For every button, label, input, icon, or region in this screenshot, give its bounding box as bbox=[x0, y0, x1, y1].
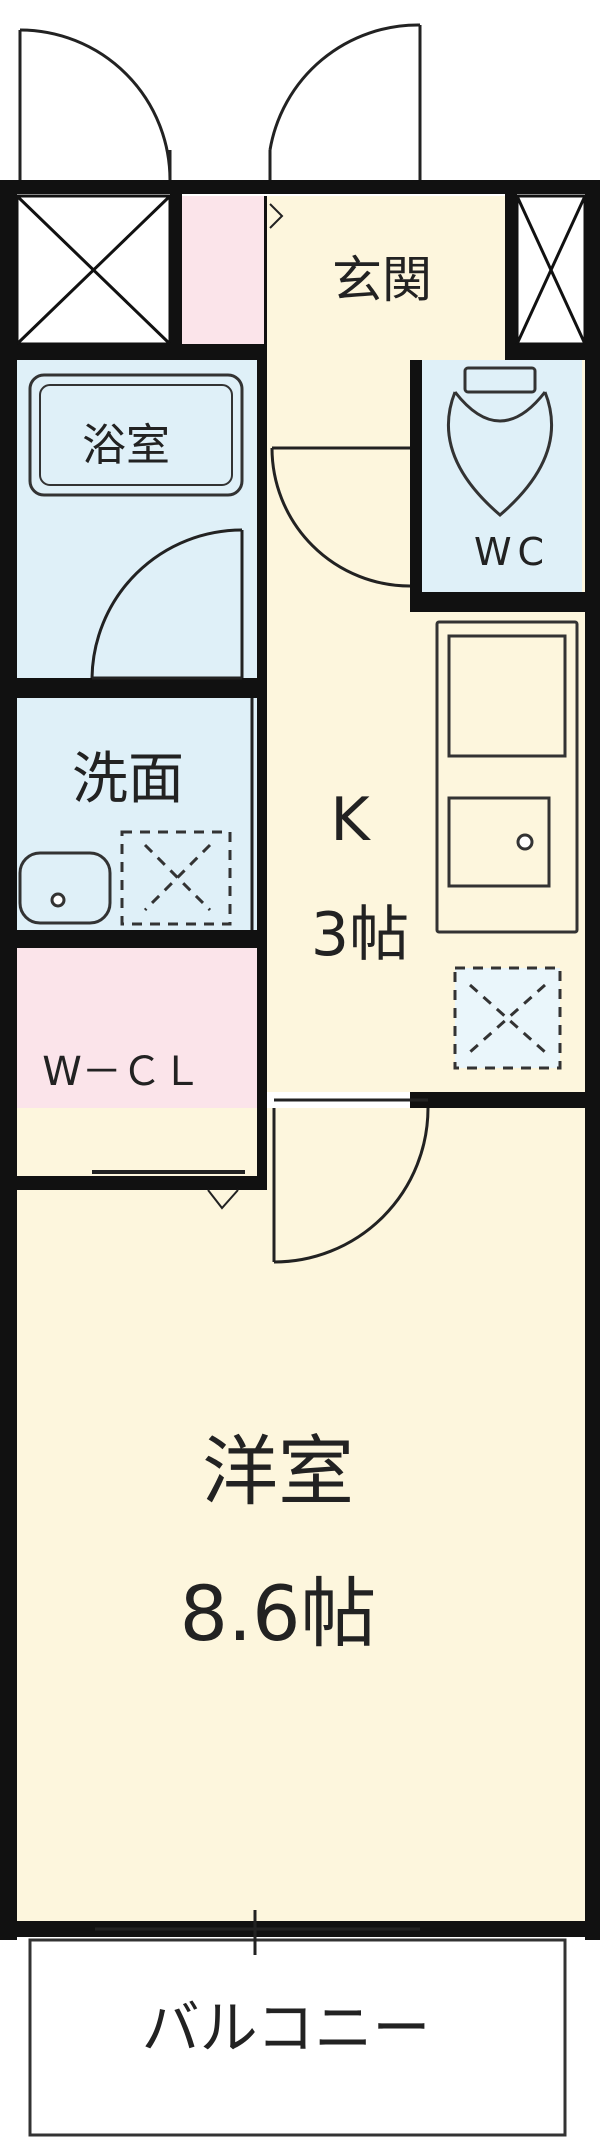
western-room-floor bbox=[17, 1108, 585, 1921]
kitchen-counter bbox=[435, 620, 579, 934]
kitchen-top-door bbox=[270, 446, 411, 588]
closet-door-marker bbox=[207, 1189, 239, 1210]
bathtub-inner bbox=[39, 384, 233, 486]
balcony-window bbox=[95, 1910, 420, 1955]
bath-floor bbox=[17, 360, 257, 678]
room-label-washroom: 洗面 bbox=[72, 747, 184, 812]
washroom-floor bbox=[17, 698, 257, 930]
entrance-floor bbox=[267, 196, 505, 344]
balcony-area bbox=[28, 1938, 567, 2137]
wash-basin bbox=[18, 851, 112, 925]
shoe-closet bbox=[182, 196, 264, 344]
room-label-bath: 浴室 bbox=[82, 420, 170, 471]
front-door bbox=[268, 23, 422, 180]
washer-space bbox=[120, 830, 232, 926]
pipe-shaft-right bbox=[515, 194, 587, 346]
bath-door bbox=[90, 528, 244, 680]
room-label-kitchen: K bbox=[330, 785, 371, 855]
room-label-wc: WC bbox=[474, 530, 550, 574]
room-label-western-room-size: 8.6帖 bbox=[180, 1569, 377, 1658]
western-room-door bbox=[272, 1098, 430, 1264]
room-label-kitchen-size: 3帖 bbox=[311, 900, 409, 970]
walls bbox=[0, 180, 600, 1940]
room-label-walk-in-closet: W－ＣＬ bbox=[42, 1049, 202, 1095]
room-label-entrance: 玄関 bbox=[332, 251, 432, 309]
bathtub bbox=[28, 373, 244, 497]
toilet bbox=[447, 366, 553, 517]
room-label-balcony: バルコニー bbox=[142, 1994, 431, 2062]
fridge-space bbox=[453, 966, 562, 1070]
pipe-shaft-left bbox=[15, 194, 172, 346]
step-marker bbox=[269, 203, 284, 229]
wc-floor bbox=[422, 360, 582, 592]
exterior-door-left bbox=[18, 28, 172, 181]
room-label-western-room: 洋室 bbox=[202, 1427, 354, 1516]
